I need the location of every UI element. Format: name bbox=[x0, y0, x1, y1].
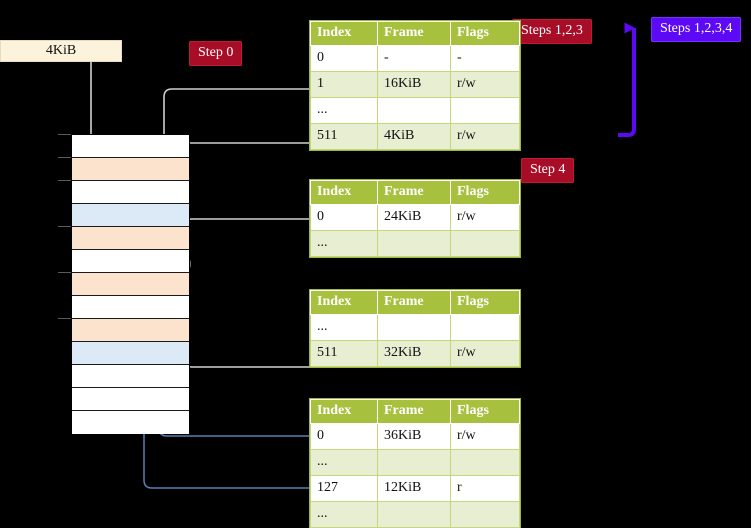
table-cell: 0 bbox=[310, 45, 378, 72]
table-cell: 1 bbox=[310, 71, 378, 98]
memory-frame-row bbox=[72, 296, 189, 319]
column-header-flags: Flags bbox=[450, 180, 520, 205]
memory-frame-row bbox=[72, 273, 189, 296]
column-header-index: Index bbox=[310, 21, 378, 46]
table-cell bbox=[450, 97, 520, 124]
column-header-flags: Flags bbox=[450, 399, 520, 424]
wire-pdp-idx0-to-memory bbox=[183, 218, 310, 268]
table-cell: 0 bbox=[310, 204, 378, 231]
table-cell: - bbox=[377, 45, 451, 72]
column-header-frame: Frame bbox=[377, 180, 451, 205]
table-cell: ... bbox=[310, 449, 378, 476]
table-cell bbox=[377, 97, 451, 124]
table-cell: r/w bbox=[450, 340, 520, 367]
table-row: ... bbox=[310, 314, 520, 341]
table-cell: 36KiB bbox=[377, 423, 451, 450]
memory-frame-row bbox=[72, 227, 189, 250]
table-row: 0-- bbox=[310, 45, 520, 72]
column-header-index: Index bbox=[310, 399, 378, 424]
column-header-flags: Flags bbox=[450, 290, 520, 315]
table-cell bbox=[450, 314, 520, 341]
table-cell bbox=[450, 230, 520, 257]
table-cell: 127 bbox=[310, 475, 378, 502]
memory-tick bbox=[58, 318, 71, 319]
table-cell bbox=[377, 230, 451, 257]
table-cell: r bbox=[450, 475, 520, 502]
table-cell: - bbox=[450, 45, 520, 72]
table-cell bbox=[450, 501, 520, 528]
memory-tick bbox=[58, 226, 71, 227]
memory-tick bbox=[58, 157, 71, 158]
size-label-4kib: 4KiB bbox=[0, 40, 122, 62]
column-header-frame: Frame bbox=[377, 399, 451, 424]
table-cell: 32KiB bbox=[377, 340, 451, 367]
table-cell: 16KiB bbox=[377, 71, 451, 98]
table-cell bbox=[377, 449, 451, 476]
column-header-flags: Flags bbox=[450, 21, 520, 46]
table-row: ... bbox=[310, 501, 520, 528]
table-row: ... bbox=[310, 230, 520, 257]
table-cell: 511 bbox=[310, 340, 378, 367]
memory-frame-row bbox=[72, 365, 189, 388]
badge-step-4: Step 4 bbox=[521, 158, 575, 183]
wire-pml4-idx511-to-memory bbox=[176, 142, 310, 222]
table-cell: ... bbox=[310, 230, 378, 257]
table-cell: 12KiB bbox=[377, 475, 451, 502]
table-cell: ... bbox=[310, 97, 378, 124]
column-header-frame: Frame bbox=[377, 21, 451, 46]
column-header-index: Index bbox=[310, 180, 378, 205]
table-cell: 511 bbox=[310, 123, 378, 150]
table-cell: r/w bbox=[450, 123, 520, 150]
badge-steps-1-2-3: Steps 1,2,3 bbox=[512, 19, 592, 44]
memory-frame-row bbox=[72, 411, 189, 434]
table-cell: 0 bbox=[310, 423, 378, 450]
table-cell bbox=[450, 449, 520, 476]
physical-memory-column bbox=[71, 134, 190, 434]
memory-frame-row bbox=[72, 342, 189, 365]
table-cell: ... bbox=[310, 501, 378, 528]
table-cell: 4KiB bbox=[377, 123, 451, 150]
table-cell: r/w bbox=[450, 423, 520, 450]
table-row: ... bbox=[310, 97, 520, 124]
table-cell: r/w bbox=[450, 204, 520, 231]
memory-frame-row bbox=[72, 181, 189, 204]
memory-tick bbox=[58, 180, 71, 181]
memory-frame-row bbox=[72, 319, 189, 342]
memory-frame-row bbox=[72, 158, 189, 181]
table-cell: 24KiB bbox=[377, 204, 451, 231]
badge-steps-1-2-3-4: Steps 1,2,3,4 bbox=[651, 17, 742, 42]
column-header-frame: Frame bbox=[377, 290, 451, 315]
badge-step-0: Step 0 bbox=[189, 41, 243, 66]
memory-frame-row bbox=[72, 135, 189, 158]
column-header-index: Index bbox=[310, 290, 378, 315]
memory-frame-row bbox=[72, 204, 189, 227]
wire-steps-1234-bracket bbox=[618, 22, 636, 137]
table-cell: ... bbox=[310, 314, 378, 341]
wire-pd-idx511-to-memory bbox=[177, 311, 310, 368]
memory-frame-row bbox=[72, 388, 189, 411]
memory-frame-row bbox=[72, 250, 189, 273]
table-cell: r/w bbox=[450, 71, 520, 98]
table-cell bbox=[377, 501, 451, 528]
memory-tick bbox=[58, 134, 71, 135]
table-cell bbox=[377, 314, 451, 341]
memory-tick bbox=[58, 272, 71, 273]
table-row: ... bbox=[310, 449, 520, 476]
